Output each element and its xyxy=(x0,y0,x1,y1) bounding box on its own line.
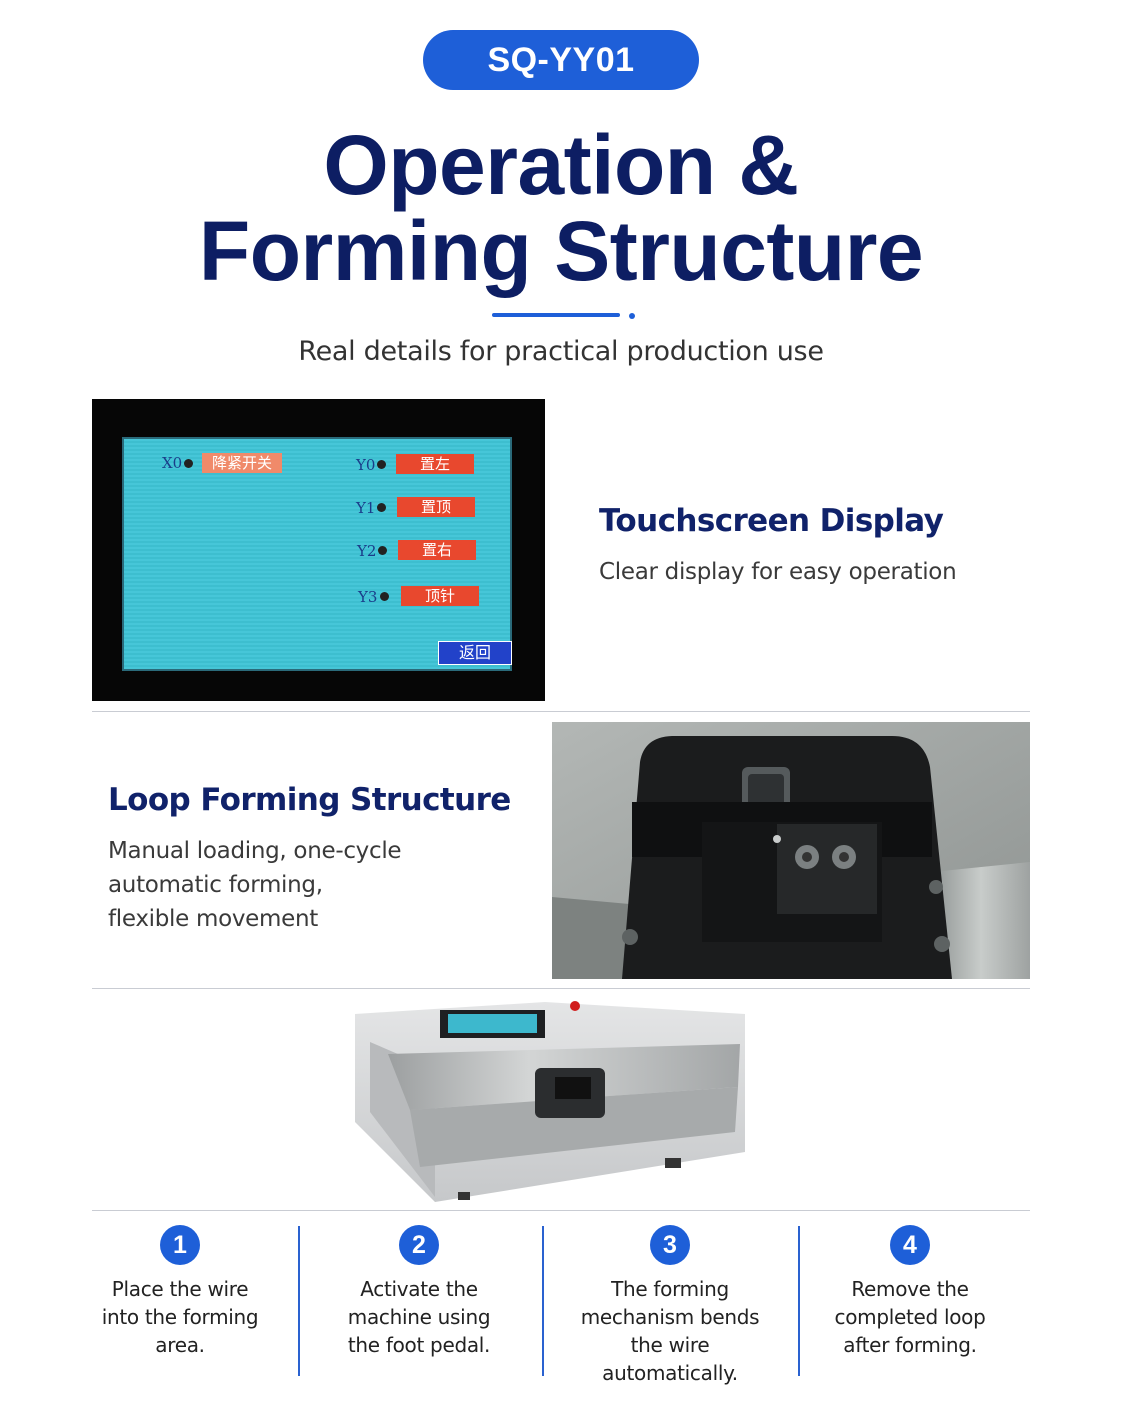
status-dot-icon xyxy=(377,460,386,469)
step-text: Place the wire into the forming area. xyxy=(101,1277,259,1357)
step-4: 4 Remove the completed loop after formin… xyxy=(795,1225,1025,1359)
io-button-y2: 置右 xyxy=(398,540,476,560)
page-title-line1: Operation & xyxy=(323,118,799,212)
section-divider xyxy=(92,711,1030,712)
page-subtitle: Real details for practical production us… xyxy=(298,336,824,367)
title-underline-dot xyxy=(629,313,635,319)
status-dot-icon xyxy=(378,546,387,555)
feature-title-loop-forming: Loop Forming Structure xyxy=(108,782,511,818)
step-divider xyxy=(798,1226,800,1376)
step-number-badge: 3 xyxy=(650,1225,690,1265)
step-3: 3 The forming mechanism bends the wire a… xyxy=(555,1225,785,1387)
io-label-y2: Y2 xyxy=(357,542,377,560)
step-divider xyxy=(298,1226,300,1376)
step-number-badge: 1 xyxy=(160,1225,200,1265)
feature-text-loop-forming: Manual loading, one-cycle automatic form… xyxy=(108,838,402,932)
page-title-line2: Forming Structure xyxy=(198,204,924,298)
section-divider xyxy=(92,1210,1030,1211)
step-number-badge: 4 xyxy=(890,1225,930,1265)
back-button: 返回 xyxy=(438,641,512,665)
section-divider xyxy=(92,988,1030,989)
step-text: Remove the completed loop after forming. xyxy=(834,1277,986,1357)
status-dot-icon xyxy=(380,592,389,601)
model-badge: SQ-YY01 xyxy=(423,30,699,90)
step-2: 2 Activate the machine using the foot pe… xyxy=(304,1225,534,1359)
machine-photo xyxy=(340,992,760,1210)
io-button-y1: 置顶 xyxy=(397,497,475,517)
io-label-y0: Y0 xyxy=(356,456,376,474)
io-label-y1: Y1 xyxy=(356,499,376,517)
feature-title-touchscreen: Touchscreen Display xyxy=(599,503,944,539)
status-dot-icon xyxy=(184,459,193,468)
status-dot-icon xyxy=(377,503,386,512)
step-text: The forming mechanism bends the wire aut… xyxy=(580,1277,760,1385)
touchscreen-screen: X0 降紧开关 Y0 置左 Y1 置顶 Y2 置右 Y3 顶针 返回 xyxy=(122,437,512,671)
step-text: Activate the machine using the foot peda… xyxy=(347,1277,491,1357)
loop-forming-photo xyxy=(552,722,1030,979)
io-label-y3: Y3 xyxy=(358,588,378,606)
io-label-x0: X0 xyxy=(162,454,183,472)
feature-text-touchscreen: Clear display for easy operation xyxy=(599,559,957,585)
step-divider xyxy=(542,1226,544,1376)
touchscreen-photo: X0 降紧开关 Y0 置左 Y1 置顶 Y2 置右 Y3 顶针 返回 xyxy=(92,399,545,701)
title-underline xyxy=(492,313,620,317)
step-1: 1 Place the wire into the forming area. xyxy=(65,1225,295,1359)
step-number-badge: 2 xyxy=(399,1225,439,1265)
io-button-x0: 降紧开关 xyxy=(202,453,282,473)
io-button-y3: 顶针 xyxy=(401,586,479,606)
io-button-y0: 置左 xyxy=(396,454,474,474)
